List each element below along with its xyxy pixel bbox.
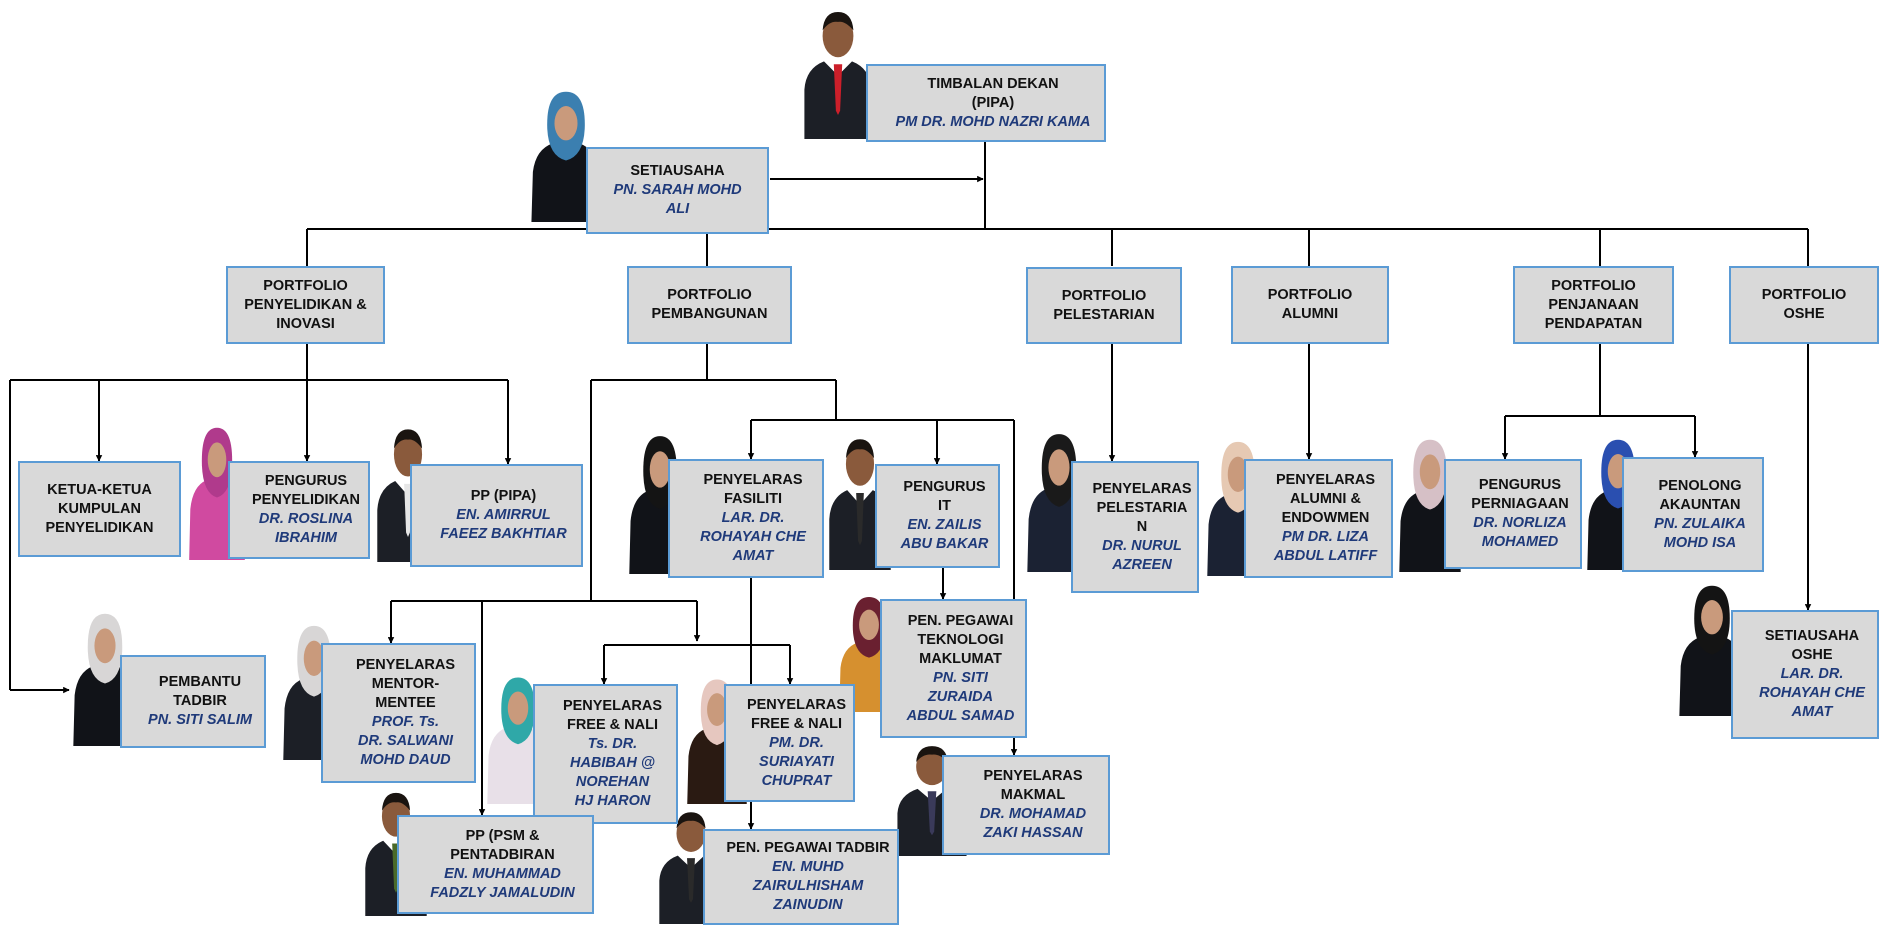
node-name: LAR. DR. ROHAYAH CHE AMAT xyxy=(700,510,806,564)
node-title: PENGURUS IT xyxy=(903,479,986,514)
node-title: PENYELARAS MAKMAL xyxy=(983,768,1083,803)
portfolio-pembangunan: PORTFOLIO PEMBANGUNAN xyxy=(627,266,792,344)
portfolio-pelestarian: PORTFOLIO PELESTARIAN xyxy=(1026,267,1182,344)
node-title: SETIAUSAHA xyxy=(630,163,725,179)
node-name: DR. MOHAMAD ZAKI HASSAN xyxy=(979,806,1087,841)
node-name: PM. DR. SURIAYATI CHUPRAT xyxy=(759,734,834,789)
node-name: PROF. Ts. DR. SALWANI MOHD DAUD xyxy=(357,714,454,768)
penyelaras-free-nali-node: PENYELARAS FREE & NALI PM. DR. SURIAYATI… xyxy=(724,684,855,802)
portfolio-penjanaan-pendapatan: PORTFOLIO PENJANAAN PENDAPATAN xyxy=(1513,266,1674,344)
pp-psm-pentadbiran-node: PP (PSM & PENTADBIRAN EN. MUHAMMAD FADZL… xyxy=(397,815,594,914)
node-title: PENOLONG AKAUNTAN xyxy=(1658,477,1742,513)
node-title: PEN. PEGAWAI TADBIR xyxy=(726,840,890,856)
node-title: PENYELARAS MENTOR- MENTEE xyxy=(355,657,456,711)
penyelaras-free-nali-node: PENYELARAS FREE & NALI Ts. DR. HABIBAH @… xyxy=(533,684,678,824)
node-title: SETIAUSAHA OSHE xyxy=(1764,628,1860,663)
node-title: PEMBANTU TADBIR xyxy=(158,674,242,709)
penyelaras-makmal-node: PENYELARAS MAKMAL DR. MOHAMAD ZAKI HASSA… xyxy=(942,755,1110,855)
node-title: PORTFOLIO PEMBANGUNAN xyxy=(651,287,768,322)
pengurus-penyelidikan-node: PENGURUS PENYELIDIKAN DR. ROSLINA IBRAHI… xyxy=(228,461,370,559)
node-name: Ts. DR. HABIBAH @ NOREHAN HJ HARON xyxy=(569,736,656,809)
node-title: PORTFOLIO OSHE xyxy=(1761,287,1847,322)
node-title: PP (PIPA) xyxy=(470,488,537,504)
portfolio-alumni: PORTFOLIO ALUMNI xyxy=(1231,266,1389,344)
pengurus-it-node: PENGURUS IT EN. ZAILIS ABU BAKAR xyxy=(875,464,1000,568)
node-title: PORTFOLIO ALUMNI xyxy=(1267,287,1353,322)
node-name: LAR. DR. ROHAYAH CHE AMAT xyxy=(1759,666,1865,720)
node-title: PORTFOLIO PENJANAAN PENDAPATAN xyxy=(1544,277,1643,332)
node-title: PENYELARAS FREE & NALI xyxy=(746,696,847,732)
node-name: PN. ZULAIKA MOHD ISA xyxy=(1654,515,1746,551)
node-name: DR. NURUL AZREEN xyxy=(1102,537,1182,573)
pembantu-tadbir-node: PEMBANTU TADBIR PN. SITI SALIM xyxy=(120,655,266,748)
node-title: PORTFOLIO PENYELIDIKAN & INOVASI xyxy=(244,277,367,332)
portfolio-oshe: PORTFOLIO OSHE xyxy=(1729,266,1879,344)
setiausaha-oshe-node: SETIAUSAHA OSHE LAR. DR. ROHAYAH CHE AMA… xyxy=(1731,610,1879,739)
pp-pipa-node: PP (PIPA) EN. AMIRRUL FAEEZ BAKHTIAR xyxy=(410,464,583,567)
penyelaras-alumni-endowmen-node: PENYELARAS ALUMNI & ENDOWMEN PM DR. LIZA… xyxy=(1244,459,1393,578)
pen-pegawai-tadbir-node: PEN. PEGAWAI TADBIR EN. MUHD ZAIRULHISHA… xyxy=(703,829,899,925)
penyelaras-fasiliti-node: PENYELARAS FASILITI LAR. DR. ROHAYAH CHE… xyxy=(668,459,824,578)
node-name: PN. SITI ZURAIDA ABDUL SAMAD xyxy=(906,669,1015,724)
node-title: PENYELARAS FASILITI xyxy=(703,472,803,507)
secretary-photo xyxy=(530,86,602,222)
node-name: PM DR. MOHD NAZRI KAMA xyxy=(895,113,1091,130)
node-name: DR. ROSLINA IBRAHIM xyxy=(258,511,354,546)
penyelaras-pelestarian-node: PENYELARAS PELESTARIA N DR. NURUL AZREEN xyxy=(1071,461,1199,593)
penolong-akauntan-node: PENOLONG AKAUNTAN PN. ZULAIKA MOHD ISA xyxy=(1622,457,1764,572)
head-photo xyxy=(803,5,873,139)
node-title: PENGURUS PENYELIDIKAN xyxy=(252,473,360,508)
node-title: PENYELARAS FREE & NALI xyxy=(562,698,663,733)
pengurus-perniagaan-node: PENGURUS PERNIAGAAN DR. NORLIZA MOHAMED xyxy=(1444,459,1582,569)
node-title: PENYELARAS ALUMNI & ENDOWMEN xyxy=(1275,472,1376,526)
ketua-kumpulan-penyelidikan-node: KETUA-KETUA KUMPULAN PENYELIDIKAN xyxy=(18,461,181,557)
node-title: PORTFOLIO PELESTARIAN xyxy=(1053,287,1155,323)
node-name: EN. MUHD ZAIRULHISHAM ZAINUDIN xyxy=(752,859,864,913)
node-name: PN. SARAH MOHD ALI xyxy=(613,182,742,217)
portfolio-penyelidikan-inovasi: PORTFOLIO PENYELIDIKAN & INOVASI xyxy=(226,266,385,344)
connector-lines xyxy=(9,140,1812,830)
head-node: TIMBALAN DEKAN (PIPA) PM DR. MOHD NAZRI … xyxy=(866,64,1106,142)
node-title: KETUA-KETUA KUMPULAN PENYELIDIKAN xyxy=(45,481,154,536)
pen-pegawai-teknologi-maklumat-node: PEN. PEGAWAI TEKNOLOGI MAKLUMAT PN. SITI… xyxy=(880,599,1027,738)
staff-photo xyxy=(1678,580,1746,716)
penyelaras-mentor-mentee-node: PENYELARAS MENTOR- MENTEE PROF. Ts. DR. … xyxy=(321,643,476,783)
node-name: DR. NORLIZA MOHAMED xyxy=(1473,515,1567,550)
node-name: PM DR. LIZA ABDUL LATIFF xyxy=(1273,529,1378,564)
node-title: TIMBALAN DEKAN (PIPA) xyxy=(927,75,1059,111)
secretary-node: SETIAUSAHA PN. SARAH MOHD ALI xyxy=(586,147,769,234)
node-name: EN. AMIRRUL FAEEZ BAKHTIAR xyxy=(440,507,567,542)
node-title: PENYELARAS PELESTARIA N xyxy=(1092,480,1192,535)
node-title: PEN. PEGAWAI TEKNOLOGI MAKLUMAT xyxy=(907,612,1014,667)
node-name: EN. MUHAMMAD FADZLY JAMALUDIN xyxy=(430,865,575,901)
node-name: PN. SITI SALIM xyxy=(148,712,252,728)
node-title: PENGURUS PERNIAGAAN xyxy=(1471,477,1569,512)
node-name: EN. ZAILIS ABU BAKAR xyxy=(900,517,989,552)
node-title: PP (PSM & PENTADBIRAN xyxy=(450,827,555,863)
